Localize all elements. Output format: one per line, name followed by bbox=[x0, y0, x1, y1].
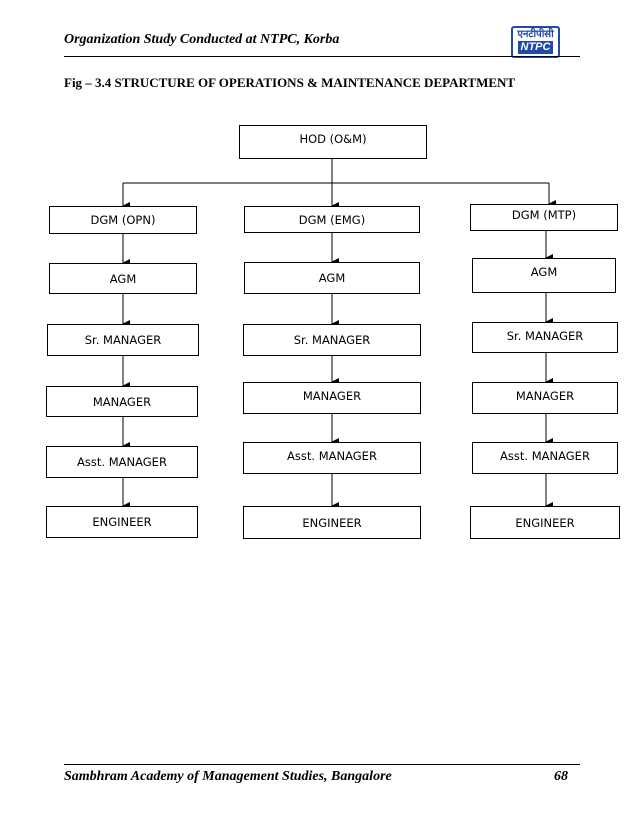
org-box-hod: HOD (O&M) bbox=[239, 125, 427, 159]
org-box-mtp-engineer: ENGINEER bbox=[470, 506, 620, 539]
header-divider bbox=[64, 56, 580, 57]
org-box-opn-agm: AGM bbox=[49, 263, 197, 294]
page-number: 68 bbox=[554, 769, 568, 784]
org-box-emg-sr-manager: Sr. MANAGER bbox=[243, 324, 421, 356]
org-box-mtp-asst-manager: Asst. MANAGER bbox=[472, 442, 618, 474]
org-box-opn-asst-manager: Asst. MANAGER bbox=[46, 446, 198, 478]
org-box-mtp-sr-manager: Sr. MANAGER bbox=[472, 322, 618, 353]
org-box-dgm-emg: DGM (EMG) bbox=[244, 206, 420, 233]
page-header-title: Organization Study Conducted at NTPC, Ko… bbox=[64, 32, 340, 47]
org-box-emg-manager: MANAGER bbox=[243, 382, 421, 414]
org-box-emg-agm: AGM bbox=[244, 262, 420, 294]
org-box-emg-asst-manager: Asst. MANAGER bbox=[243, 442, 421, 474]
page-footer-text: Sambhram Academy of Management Studies, … bbox=[64, 769, 392, 784]
org-box-opn-sr-manager: Sr. MANAGER bbox=[47, 324, 199, 356]
org-box-dgm-mtp: DGM (MTP) bbox=[470, 204, 618, 231]
ntpc-logo: एनटीपीसी NTPC bbox=[511, 26, 560, 58]
logo-text: NTPC bbox=[517, 41, 554, 54]
org-box-emg-engineer: ENGINEER bbox=[243, 506, 421, 539]
org-box-opn-manager: MANAGER bbox=[46, 386, 198, 417]
org-box-dgm-opn: DGM (OPN) bbox=[49, 206, 197, 234]
footer-divider bbox=[64, 764, 580, 765]
org-box-opn-engineer: ENGINEER bbox=[46, 506, 198, 538]
logo-hindi-text: एनटीपीसी bbox=[517, 29, 554, 40]
org-box-mtp-manager: MANAGER bbox=[472, 382, 618, 414]
org-box-mtp-agm: AGM bbox=[472, 258, 616, 293]
figure-title: Fig – 3.4 STRUCTURE OF OPERATIONS & MAIN… bbox=[64, 75, 516, 90]
